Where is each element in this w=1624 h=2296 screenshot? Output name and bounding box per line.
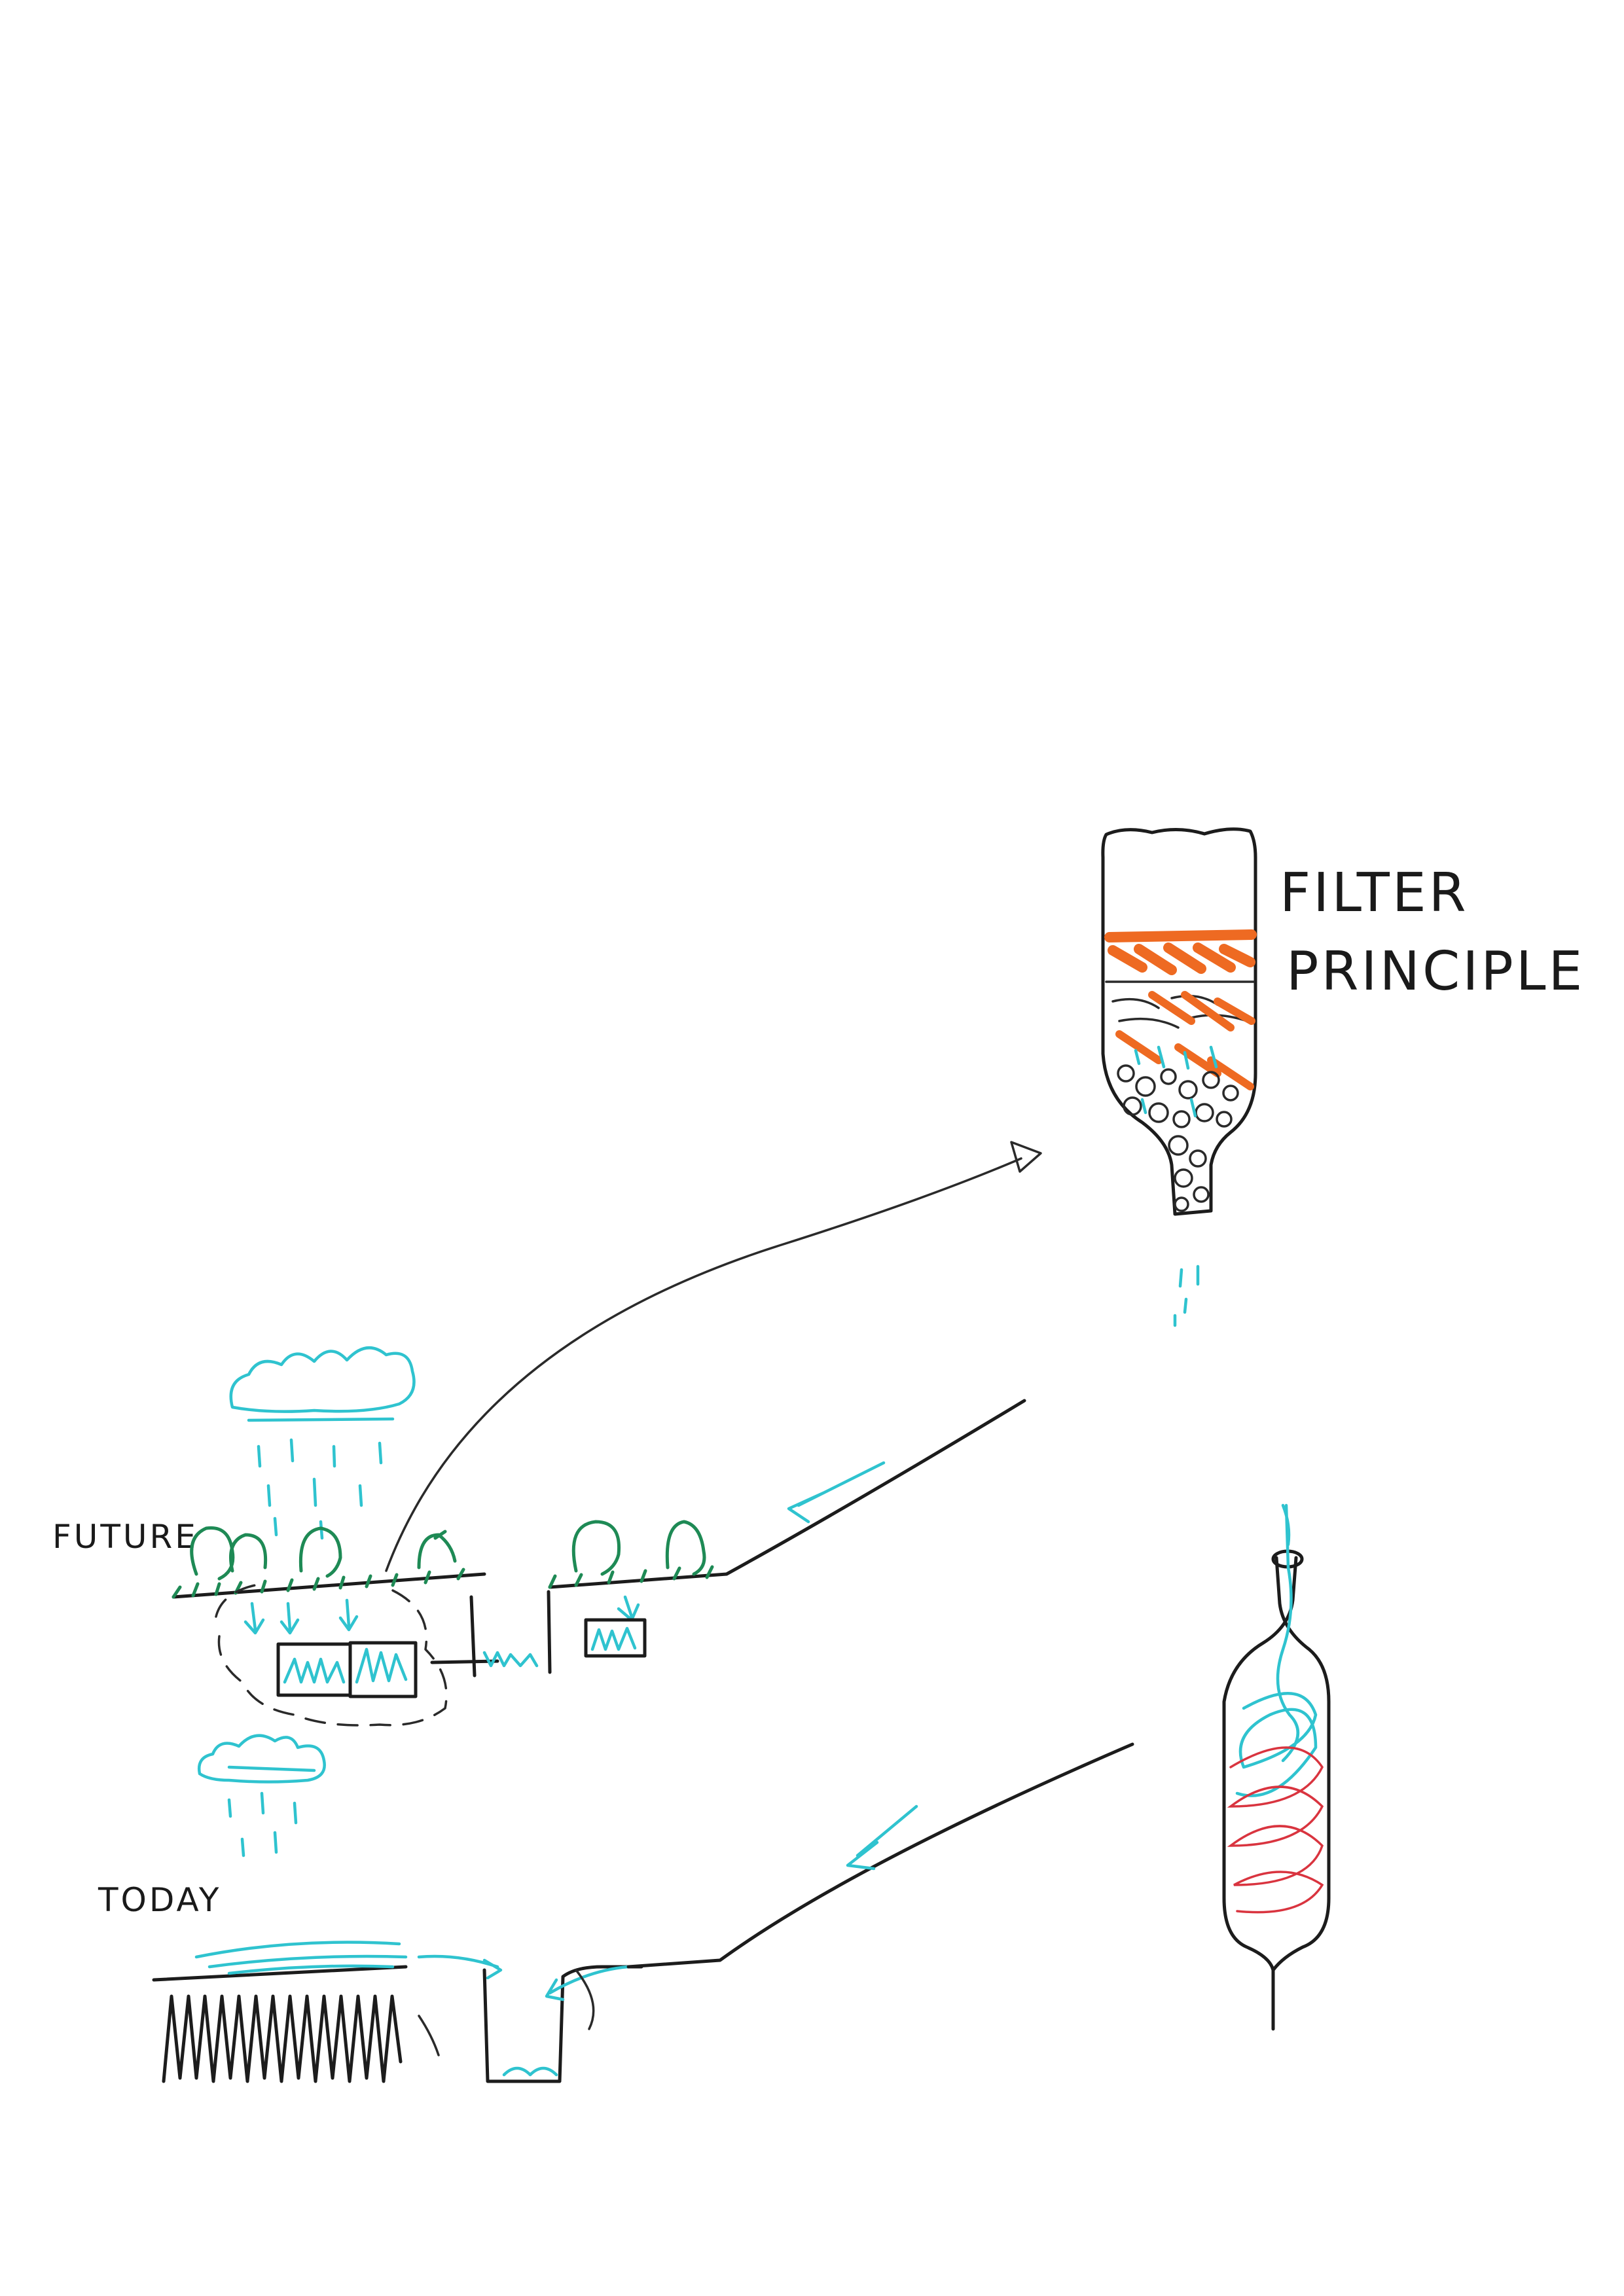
canal: [469, 1590, 647, 1677]
curved-arrow-to-filter: [385, 1141, 1042, 1572]
label-filter: FILTER: [1280, 862, 1469, 924]
cloud-today-icon: [197, 1734, 326, 1857]
sealed-bottle: [1222, 1503, 1331, 2031]
label-today: TODAY: [98, 1881, 221, 1919]
water-drops-icon: [1173, 1265, 1200, 1327]
trees-icon: [190, 1520, 706, 1581]
today-ground: [152, 1742, 1134, 2083]
future-ground: [171, 1399, 1026, 1599]
filter-gravel-layer: [1117, 1045, 1239, 1212]
infiltration-arrows: [244, 1595, 640, 1635]
label-future: FUTURE: [52, 1518, 198, 1556]
arrow-today-icon: [846, 1804, 918, 1871]
filter-fine-layer: [1111, 991, 1255, 1090]
arrow-future-icon: [787, 1461, 886, 1524]
cloud-future-icon: [229, 1346, 416, 1540]
underground-zone-outline: [215, 1583, 448, 1727]
filter-orange-top: [1104, 929, 1257, 975]
filter-bottle: [1101, 827, 1257, 1327]
storage-tanks: [276, 1641, 539, 1698]
label-principle: PRINCIPLE: [1286, 941, 1585, 1003]
